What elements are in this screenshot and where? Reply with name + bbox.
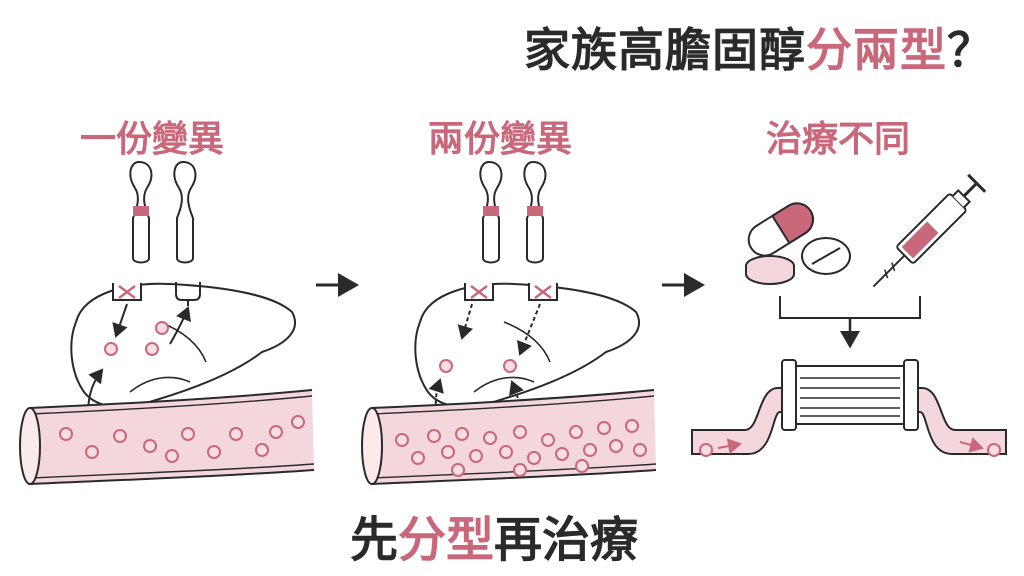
bottom-part-1: 先 bbox=[350, 512, 399, 568]
chromosome-icon bbox=[523, 160, 547, 264]
receptor-icon bbox=[175, 282, 201, 306]
title-part-2: 分兩型 bbox=[806, 23, 947, 77]
page-title: 家族高膽固醇分兩型？ bbox=[524, 14, 994, 80]
capsule-icon bbox=[747, 202, 814, 257]
pill-icon bbox=[801, 237, 851, 275]
syringe-icon bbox=[872, 173, 987, 288]
liver-icon bbox=[414, 282, 641, 408]
panel-label-two-variants: 兩份變異 bbox=[428, 119, 573, 160]
chromosome-icon bbox=[129, 160, 153, 264]
filter-device-icon bbox=[781, 359, 919, 431]
blocked-receptor-icon bbox=[528, 283, 558, 301]
blocked-receptor-icon bbox=[464, 283, 494, 301]
title-part-1: 家族高膽固醇 bbox=[524, 23, 806, 77]
bottom-part-2: 分型 bbox=[398, 512, 495, 568]
blocked-receptor-icon bbox=[112, 283, 142, 301]
pill-icon bbox=[745, 255, 795, 285]
chromosome-icon bbox=[479, 160, 503, 264]
bottom-part-3: 再治療 bbox=[494, 512, 639, 568]
panel-label-one-variant: 一份變異 bbox=[80, 119, 225, 160]
liver-icon bbox=[70, 282, 297, 408]
panel-label-treatment: 治療不同 bbox=[766, 119, 911, 160]
bottom-title: 先分型再治療 bbox=[350, 500, 638, 570]
blood-vessel-icon bbox=[19, 389, 315, 485]
title-part-3: ？ bbox=[947, 23, 994, 77]
chromosome-icon bbox=[173, 160, 197, 264]
